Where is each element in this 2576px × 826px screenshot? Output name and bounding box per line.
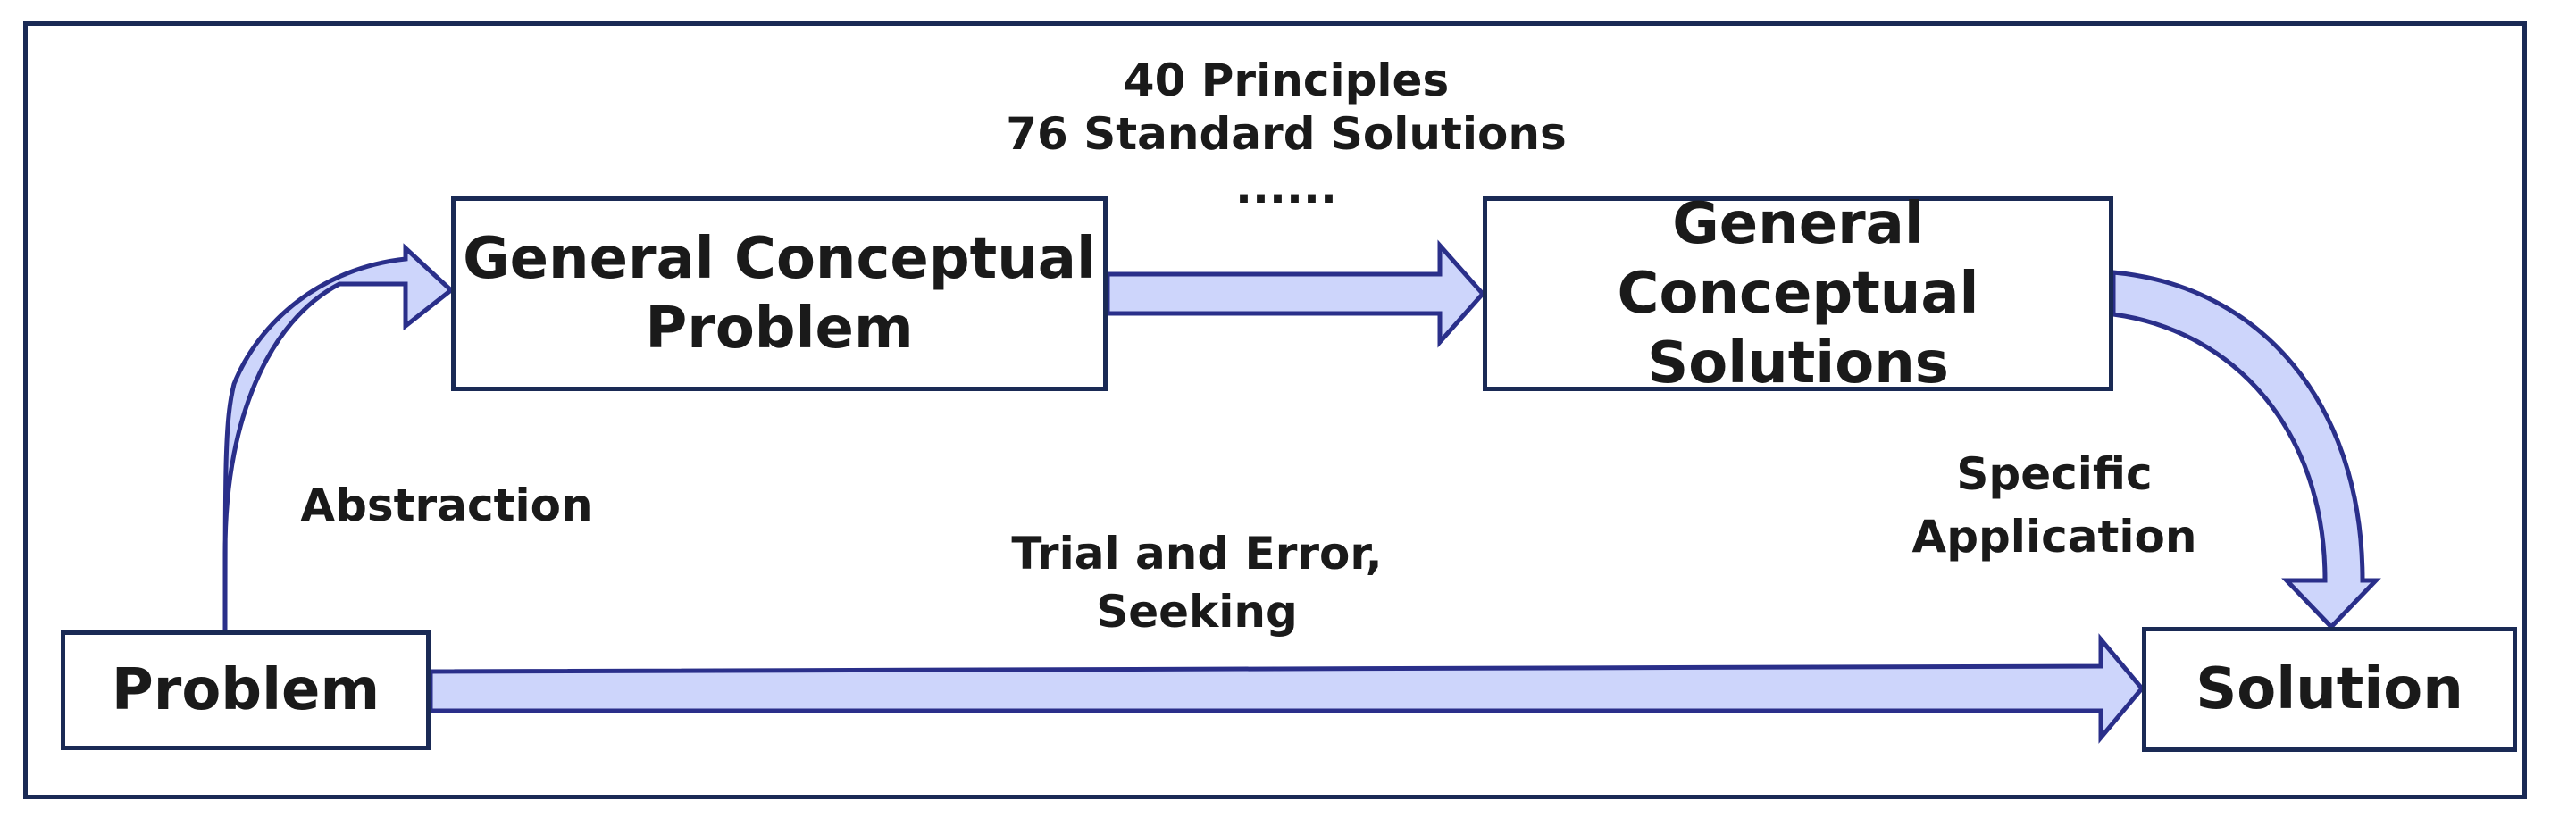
abstraction-text: Abstraction [300, 480, 593, 531]
principles-arrow [1105, 239, 1486, 348]
principles-label: 40 Principles 76 Standard Solutions ....… [938, 54, 1635, 214]
box-label-line: Solutions [1647, 330, 1949, 397]
trial-and-error-arrow [428, 633, 2145, 744]
general-conceptual-problem-box: General Conceptual Problem [451, 196, 1108, 391]
solution-box: Solution [2142, 627, 2517, 752]
ellipsis-line: ...... [1235, 162, 1337, 213]
problem-label: Problem [111, 656, 381, 723]
seeking-line: Seeking [1096, 586, 1298, 638]
standard-solutions-line: 76 Standard Solutions [1006, 108, 1567, 160]
problem-box: Problem [61, 630, 431, 750]
solution-label: Solution [2195, 655, 2463, 722]
diagram-frame [23, 21, 2527, 799]
specific-application-label: Specific Application [1876, 443, 2233, 568]
abstraction-label: Abstraction [268, 479, 625, 532]
application-line: Application [1911, 511, 2197, 563]
trial-and-error-label: Trial and Error, Seeking [974, 525, 1420, 641]
trial-line: Trial and Error, [1011, 528, 1383, 580]
box-label-line: General Conceptual [463, 225, 1096, 292]
box-label-line: General Conceptual [1617, 190, 1979, 327]
general-conceptual-solutions-box: General Conceptual Solutions [1483, 191, 2113, 396]
specific-application-arrow [2111, 270, 2381, 630]
box-label-line: Problem [645, 296, 914, 362]
principles-line: 40 Principles [1123, 54, 1450, 106]
abstraction-arrow [222, 243, 455, 631]
specific-line: Specific [1956, 448, 2153, 500]
